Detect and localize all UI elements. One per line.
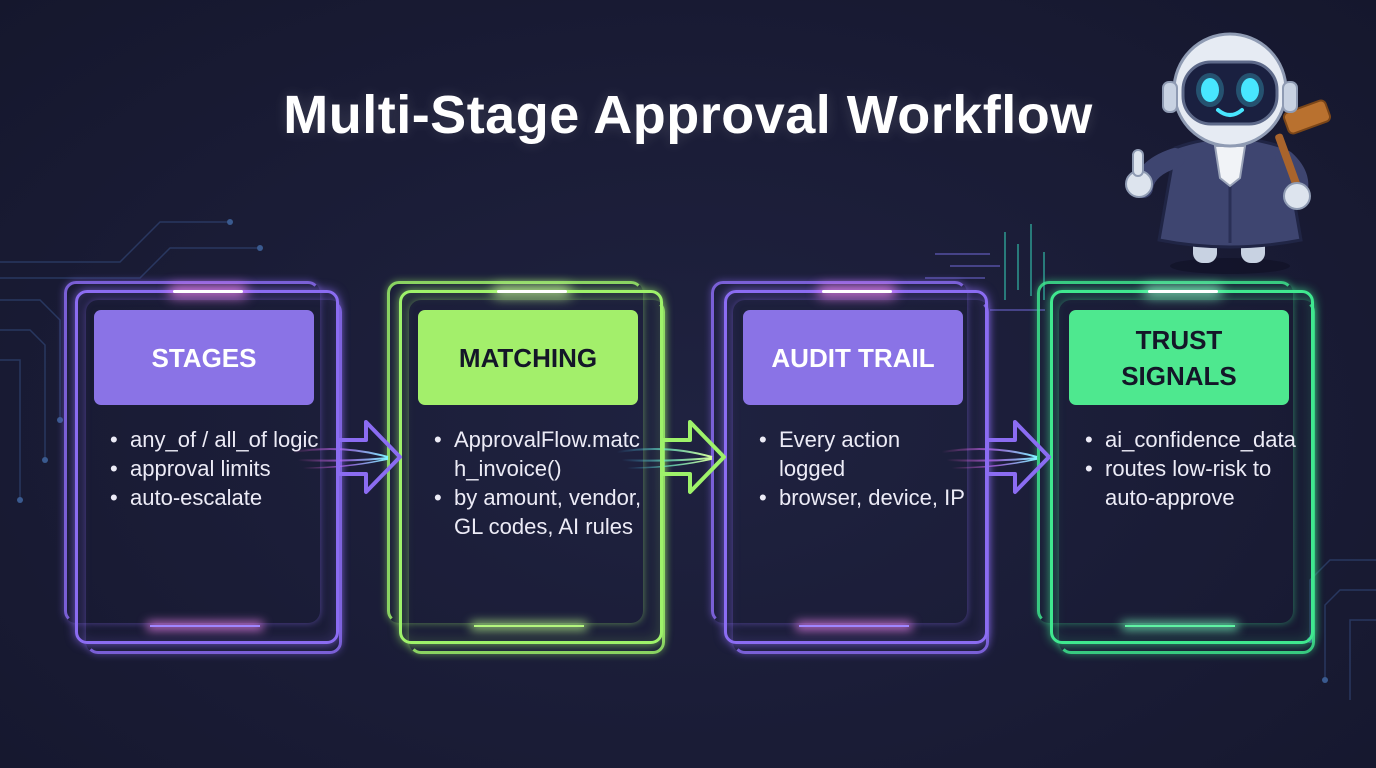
matching-bullet-list: ApprovalFlow.match_invoice() by amount, …	[432, 425, 646, 541]
trust-signals-bullet-list: ai_confidence_data routes low-risk to au…	[1083, 425, 1297, 512]
card-top-glow	[1148, 290, 1218, 293]
card-bottom-glow	[1125, 625, 1235, 627]
matching-card-heading: MATCHING	[418, 310, 638, 405]
card-top-glow	[822, 290, 892, 293]
stages-card-heading: STAGES	[94, 310, 314, 405]
card-bottom-glow	[474, 625, 584, 627]
stages-card-back-frame	[64, 281, 320, 623]
bullet-item: routes low-risk to auto-approve	[1083, 454, 1297, 512]
bullet-item: Every action logged	[757, 425, 971, 483]
robot-judge-icon	[1125, 32, 1332, 274]
trust-card-back-frame	[1037, 281, 1293, 623]
bullet-item: browser, device, IP	[757, 483, 971, 512]
audit-card-back-frame	[711, 281, 967, 623]
stages-card: STAGES any_of / all_of logic approval li…	[75, 290, 339, 644]
bullet-item: any_of / all_of logic	[108, 425, 330, 454]
stages-card-back-frame-lower	[86, 300, 342, 654]
audit-trail-card-heading: AUDIT TRAIL	[743, 310, 963, 405]
bullet-item: auto-escalate	[108, 483, 330, 512]
flow-arrow-icon	[616, 420, 726, 494]
bullet-item: approval limits	[108, 454, 330, 483]
bullet-item: ApprovalFlow.match_invoice()	[432, 425, 646, 483]
bullet-item: ai_confidence_data	[1083, 425, 1297, 454]
card-bottom-glow	[150, 625, 260, 627]
card-top-glow	[497, 290, 567, 293]
trust-signals-card: TRUST SIGNALS ai_confidence_data routes …	[1050, 290, 1314, 644]
card-top-glow	[173, 290, 243, 293]
matching-card-back-frame	[387, 281, 643, 623]
matching-card-back-frame-lower	[409, 300, 665, 654]
audit-trail-bullet-list: Every action logged browser, device, IP	[757, 425, 971, 512]
matching-card: MATCHING ApprovalFlow.match_invoice() by…	[399, 290, 663, 644]
flow-arrow-icon	[941, 420, 1051, 494]
audit-trail-card: AUDIT TRAIL Every action logged browser,…	[724, 290, 988, 644]
card-bottom-glow	[799, 625, 909, 627]
diagram-title: Multi-Stage Approval Workflow	[283, 85, 1093, 145]
bullet-item: by amount, vendor, GL codes, AI rules	[432, 483, 646, 541]
trust-signals-card-heading: TRUST SIGNALS	[1069, 310, 1289, 405]
stages-bullet-list: any_of / all_of logic approval limits au…	[108, 425, 330, 512]
flow-arrow-icon	[292, 420, 402, 494]
